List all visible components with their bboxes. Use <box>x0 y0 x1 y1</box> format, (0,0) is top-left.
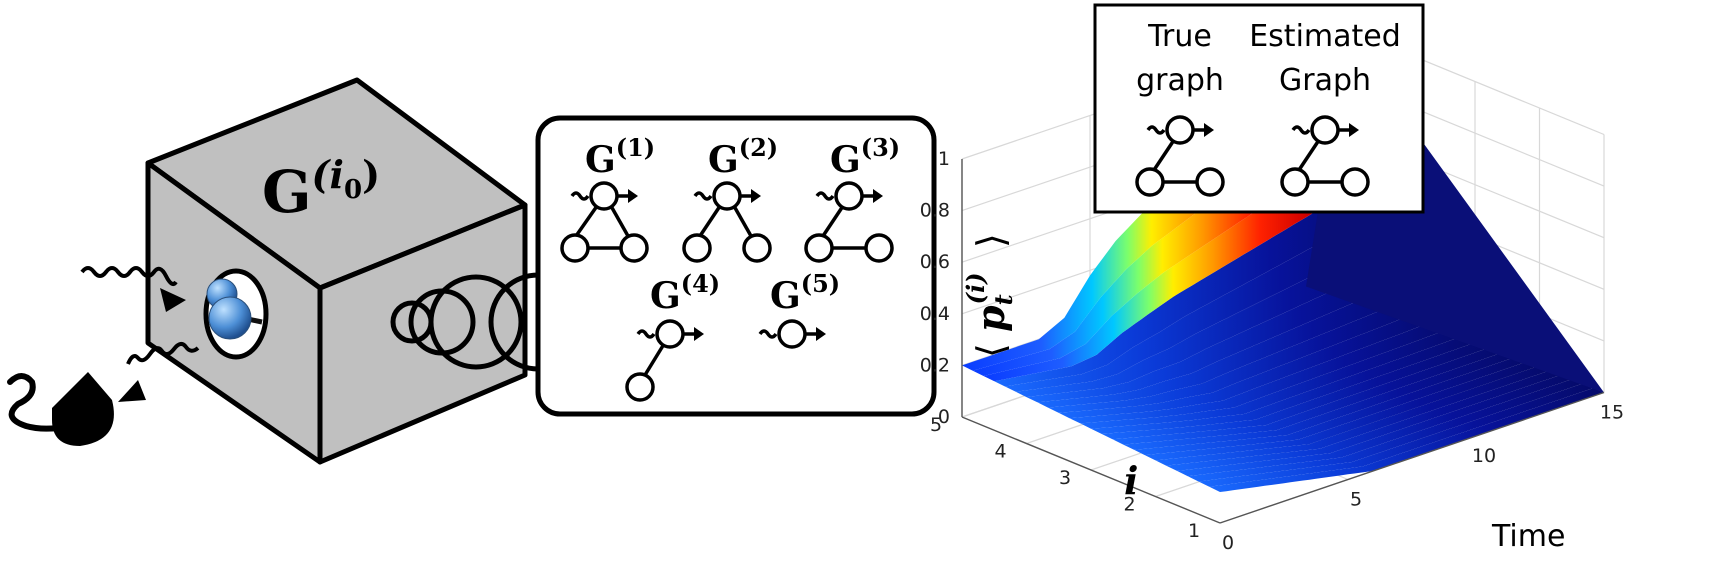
surface-strip <box>1123 350 1518 450</box>
z-axis-label: ⟨ pt(i) ⟩ <box>961 233 1018 358</box>
z-tick-label: 0.2 <box>920 354 950 376</box>
time-axis-label: Time <box>1491 519 1565 554</box>
candidate-label-4: G(4) <box>650 269 720 317</box>
time-tick-label: 5 <box>1350 489 1362 511</box>
candidate-label-5: G(5) <box>770 269 840 317</box>
cube-side-face <box>317 202 528 465</box>
candidate-graph-4-icon <box>625 319 704 402</box>
surface-strip <box>1198 383 1594 487</box>
z-tick-label: 1 <box>938 148 950 170</box>
surface-strip <box>1187 379 1583 482</box>
candidate-graph-1-icon <box>560 181 649 263</box>
black-box-cube: G(i0) <box>7 77 588 465</box>
candidate-label-1: G(1) <box>585 133 655 181</box>
legend-true-line1: True <box>1147 19 1212 54</box>
time-tick-label: 15 <box>1600 402 1624 424</box>
surface-strip <box>1101 338 1497 440</box>
time-tick-label: 10 <box>1472 445 1496 467</box>
i-tick-label: 3 <box>1059 467 1071 489</box>
legend-true-graph-icon <box>1135 115 1225 197</box>
legend-est-line1: Estimated <box>1249 19 1401 54</box>
svg-text:⟨: ⟨ <box>969 343 1013 358</box>
z-tick-label: 0.4 <box>920 303 950 325</box>
candidate-graph-5-icon <box>758 319 826 349</box>
time-tick-label: 0 <box>1222 532 1234 554</box>
legend-estimated-graph-icon <box>1280 115 1370 197</box>
i-tick-label: 2 <box>1123 494 1135 516</box>
incoming-probe-arrow-icon <box>80 266 186 312</box>
graph-legend: True graph Estimated Graph <box>1093 3 1425 214</box>
svg-text:pt(i): pt(i) <box>961 273 1018 333</box>
outgoing-signal-arrow-icon <box>118 342 200 402</box>
surface-strip <box>1155 365 1551 466</box>
surface-strip <box>1134 356 1529 456</box>
i-tick-label: 1 <box>1188 520 1200 542</box>
surface-strip <box>1080 323 1475 429</box>
detector-icon <box>7 372 114 446</box>
z-tick-label: 0 <box>938 406 950 428</box>
candidate-graph-2-icon <box>682 181 772 263</box>
candidate-label-2: G(2) <box>708 133 778 181</box>
surface-strip <box>1209 388 1604 492</box>
i-tick-label: 4 <box>994 441 1006 463</box>
candidate-graph-3-icon <box>804 181 894 263</box>
surface-strip <box>1177 374 1572 477</box>
surface-strip <box>1144 361 1540 461</box>
i-axis-label: i <box>1124 458 1138 503</box>
time-axis-line <box>1219 391 1605 524</box>
i-tick-label: 5 <box>930 414 942 436</box>
candidate-label-3: G(3) <box>830 133 900 181</box>
candidate-graphs-panel: G(1) G(2) G(3) G(4) G(5) <box>535 115 937 417</box>
surface-strip <box>1091 331 1486 434</box>
z-tick-label: 0.8 <box>920 200 950 222</box>
cube-graph-label: G(i0) <box>262 152 380 226</box>
legend-est-line2: Graph <box>1279 63 1371 98</box>
i-axis-line <box>961 416 1221 524</box>
qubit-sphere-icon <box>206 278 263 340</box>
z-tick-label: 0.6 <box>920 251 950 273</box>
legend-true-line2: graph <box>1136 63 1224 98</box>
surface-strip <box>1166 370 1561 471</box>
svg-text:⟩: ⟩ <box>969 233 1013 248</box>
